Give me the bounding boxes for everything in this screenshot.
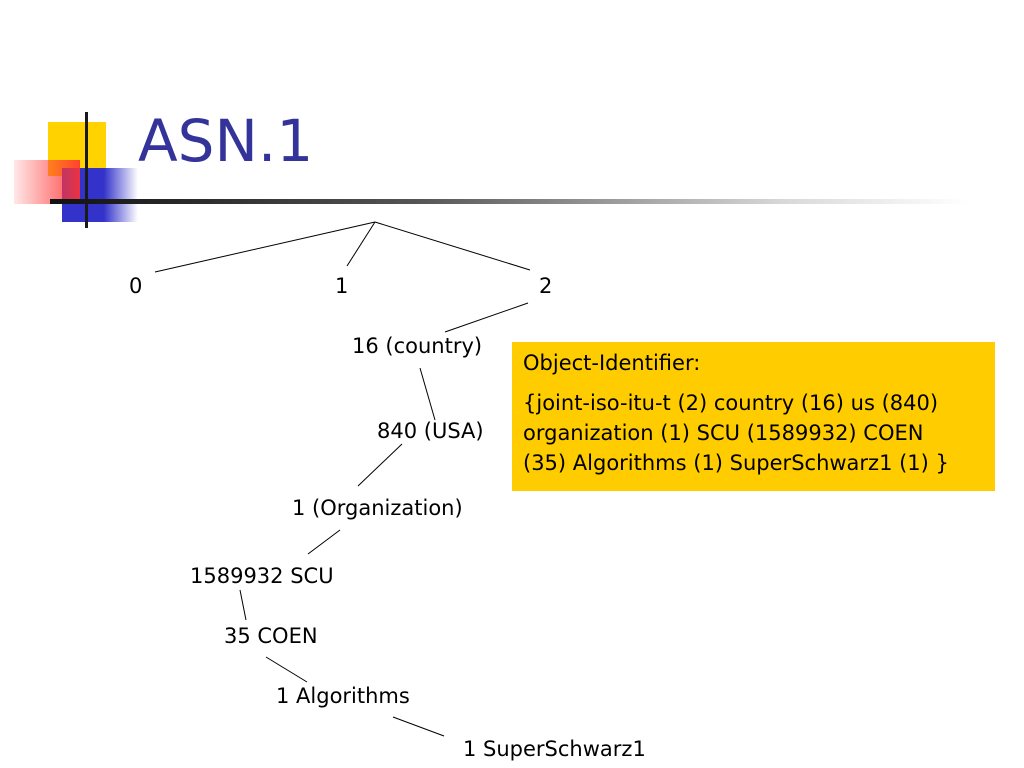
tree-node-organization: 1 (Organization): [292, 496, 463, 520]
object-identifier-callout: Object-Identifier: {joint-iso-itu-t (2) …: [512, 342, 995, 491]
decor-red-square: [14, 160, 80, 204]
decor-vertical-line: [85, 112, 88, 228]
callout-value-line: organization (1) SCU (1589932) COEN: [523, 421, 924, 445]
edge-usa-organization: [357, 443, 403, 487]
tree-node-0: 0: [129, 274, 143, 298]
tree-node-scu: 1589932 SCU: [190, 564, 334, 588]
tree-node-algorithms: 1 Algorithms: [276, 684, 410, 708]
edge-root-0: [154, 221, 376, 273]
edge-scu-coen: [239, 589, 247, 621]
edge-organization-scu: [307, 529, 341, 555]
title-underline: [50, 199, 970, 204]
edge-country-usa: [419, 367, 436, 421]
tree-node-country: 16 (country): [352, 334, 483, 358]
slide-title: ASN.1: [138, 107, 314, 175]
callout-label: Object-Identifier:: [523, 351, 701, 375]
tree-node-2: 2: [539, 274, 553, 298]
tree-node-superschwarz: 1 SuperSchwarz1: [463, 737, 646, 761]
tree-node-1: 1: [335, 274, 349, 298]
edge-root-2: [374, 221, 531, 271]
callout-value-line: {joint-iso-itu-t (2) country (16) us (84…: [523, 391, 939, 415]
edge-algorithms-superschwarz: [392, 716, 445, 737]
callout-value-line: (35) Algorithms (1) SuperSchwarz1 (1) }: [523, 451, 949, 475]
tree-node-usa: 840 (USA): [377, 419, 484, 443]
tree-node-coen: 35 COEN: [224, 624, 318, 648]
edge-root-1: [346, 221, 376, 267]
edge-2-country: [444, 302, 529, 333]
edge-coen-algorithms: [265, 656, 308, 683]
